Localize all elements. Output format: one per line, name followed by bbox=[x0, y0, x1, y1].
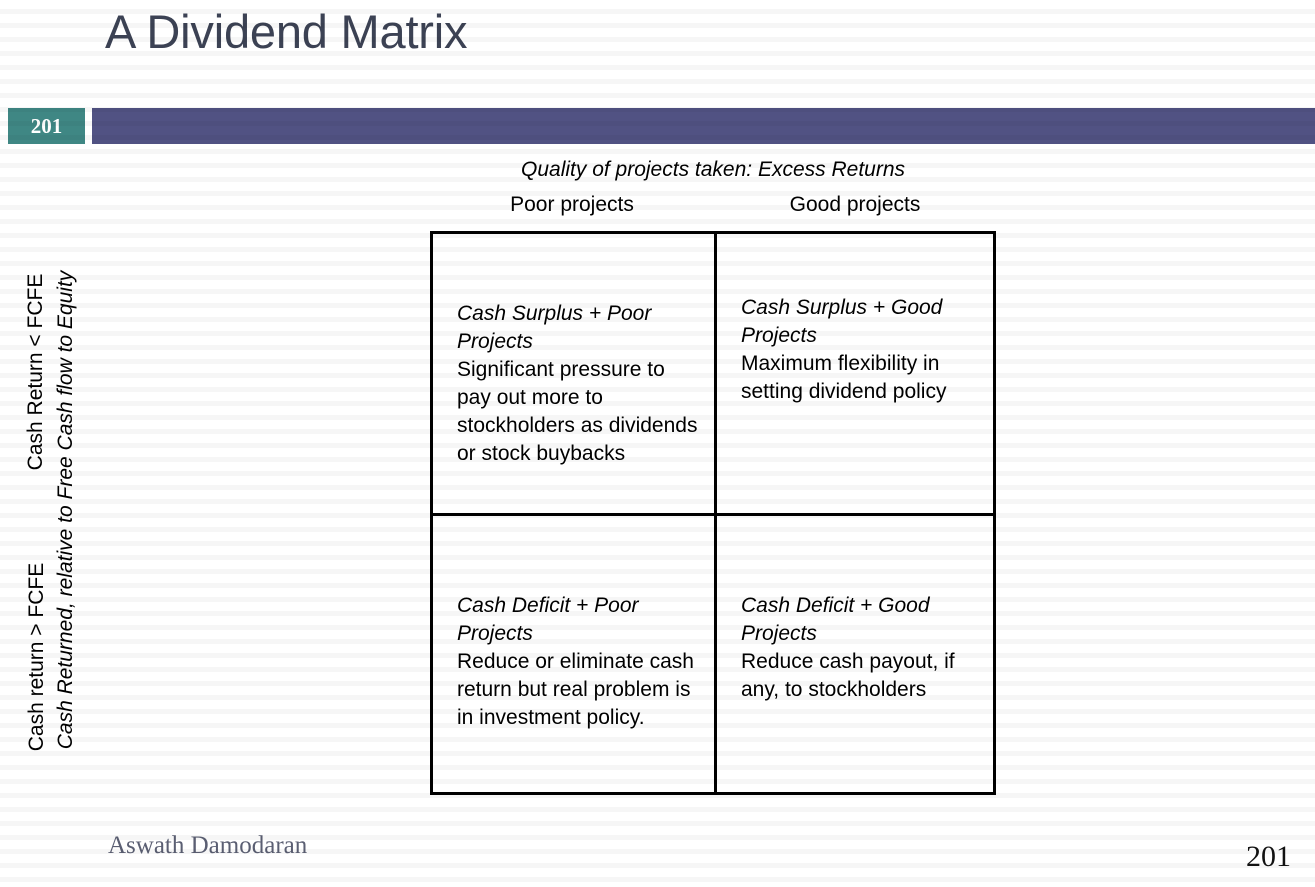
column-header-good-projects: Good projects bbox=[789, 193, 921, 216]
footer-author: Aswath Damodaran bbox=[108, 832, 308, 859]
header-accent-bar bbox=[92, 108, 1315, 144]
column-header-poor-projects: Poor projects bbox=[510, 193, 634, 216]
cell-heading: Cash Surplus + Poor Projects bbox=[457, 302, 652, 353]
cell-body: Significant pressure to pay out more to … bbox=[457, 357, 698, 465]
row-header-cash-return-greater-than-fcfe: Cash return > FCFE bbox=[25, 562, 48, 752]
cell-heading: Cash Deficit + Poor Projects bbox=[457, 594, 639, 645]
matrix-cell-cash-deficit-poor-projects: Cash Deficit + Poor Projects Reduce or e… bbox=[433, 516, 714, 792]
footer-page-number: 201 bbox=[1246, 840, 1291, 873]
matrix-grid: Cash Surplus + Poor Projects Significant… bbox=[430, 231, 996, 795]
column-axis-title: Quality of projects taken: Excess Return… bbox=[521, 158, 905, 181]
matrix-cell-cash-surplus-good-projects: Cash Surplus + Good Projects Maximum fle… bbox=[717, 234, 993, 513]
cell-body: Reduce or eliminate cash return but real… bbox=[457, 649, 694, 729]
slide-number-badge: 201 bbox=[8, 108, 85, 144]
cell-heading: Cash Deficit + Good Projects bbox=[741, 594, 930, 645]
matrix-cell-cash-deficit-good-projects: Cash Deficit + Good Projects Reduce cash… bbox=[717, 516, 993, 792]
matrix-cell-cash-surplus-poor-projects: Cash Surplus + Poor Projects Significant… bbox=[433, 234, 714, 513]
cell-body: Reduce cash payout, if any, to stockhold… bbox=[741, 649, 955, 701]
row-axis-title: Cash Returned, relative to Free Cash flo… bbox=[54, 270, 77, 750]
cell-body: Maximum flexibility in setting dividend … bbox=[741, 351, 947, 403]
cell-heading: Cash Surplus + Good Projects bbox=[741, 296, 943, 347]
row-header-cash-return-less-than-fcfe: Cash Return < FCFE bbox=[24, 273, 47, 471]
page-title: A Dividend Matrix bbox=[105, 5, 468, 58]
grid-horizontal-divider bbox=[433, 513, 993, 516]
